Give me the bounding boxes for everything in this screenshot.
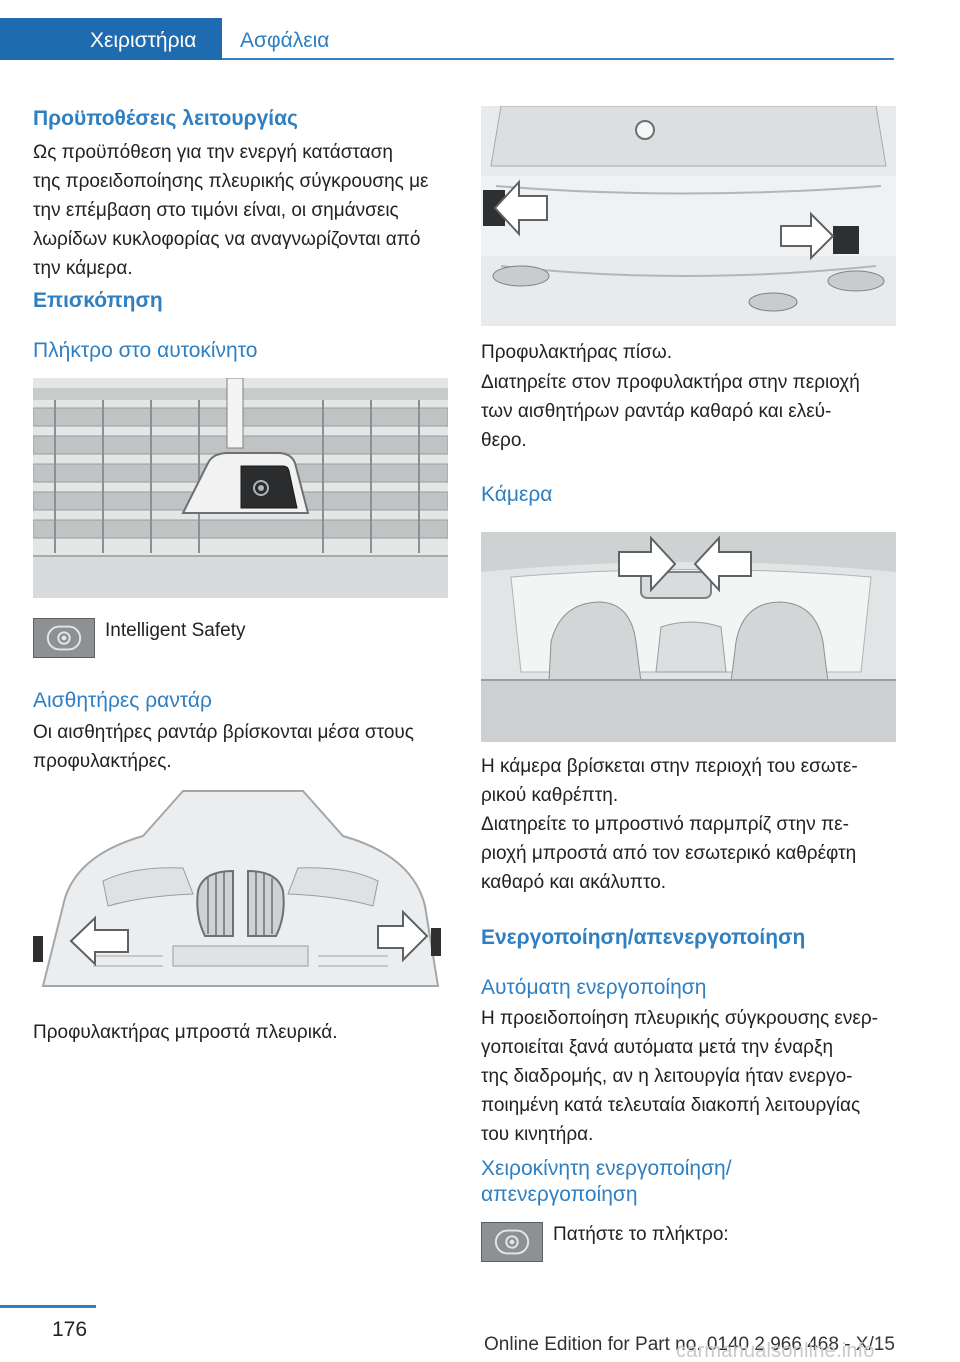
para-radar-line-1: Οι αισθητήρες ραντάρ βρίσκονται μέσα στο… [33, 722, 414, 743]
heading-button-in-car: Πλήκτρο στο αυτοκίνητο [33, 339, 258, 362]
heading-camera: Κάμερα [481, 483, 553, 506]
tab-controls[interactable]: Χειριστήρια [0, 18, 222, 60]
para-auto-line-1: Η προειδοποίηση πλευρικής σύγκρουσης ενε… [481, 1008, 879, 1029]
heading-radar-sensors: Αισθητήρες ραντάρ [33, 689, 212, 712]
heading-auto-activation: Αυτόματη ενεργοποίηση [481, 976, 707, 999]
para-radar-line-2: προφυλακτήρες. [33, 751, 172, 772]
para-prereq-line-4: λωρίδων κυκλοφορίας να αναγνωρίζονται απ… [33, 229, 421, 250]
para-auto-line-4: ποιημένη κατά τελευταία διακοπή λειτουργ… [481, 1095, 861, 1116]
tab-safety[interactable]: Ασφάλεια [240, 29, 330, 52]
para-prereq-line-2: της προειδοποίησης πλευρικής σύγκρουσης … [33, 171, 429, 192]
page-header: Χειριστήρια Ασφάλεια [0, 0, 960, 64]
para-camera-line-4: ριοχή μπροστά από τον εσωτερικό καθρέφτη [481, 843, 857, 864]
para-camera-line-3: Διατηρείτε το μπροστινό παρμπρίζ στην πε… [481, 814, 849, 835]
intelligent-safety-label: Intelligent Safety [105, 620, 246, 641]
figure-grille-button [33, 378, 448, 598]
para-camera-line-5: καθαρό και ακάλυπτο. [481, 872, 667, 893]
para-rear-line-2: των αισθητήρων ραντάρ καθαρό και ελεύ‐ [481, 401, 832, 422]
intelligent-safety-button-icon [33, 618, 95, 658]
heading-manual-line-2: απενεργοποίηση [481, 1183, 638, 1206]
para-camera-line-2: ρικού καθρέπτη. [481, 785, 619, 806]
heading-manual-line-1: Χειροκίνητη ενεργοποίηση/ [481, 1157, 732, 1180]
caption-front-bumper: Προφυλακτήρας μπροστά πλευρικά. [33, 1022, 338, 1043]
heading-activation: Ενεργοποίηση/απενεργοποίηση [481, 926, 806, 949]
para-press-button: Πατήστε το πλήκτρο: [553, 1224, 729, 1245]
figure-camera-interior [481, 532, 896, 742]
footer-divider [0, 1305, 96, 1308]
para-rear-line-3: θερο. [481, 430, 527, 451]
para-rear-line-1: Διατηρείτε στον προφυλακτήρα στην περιοχ… [481, 372, 860, 393]
figure-rear-bumper [481, 106, 896, 326]
para-prereq-line-1: Ως προϋπόθεση για την ενεργή κατάσταση [33, 142, 393, 163]
heading-overview: Επισκόπηση [33, 289, 163, 312]
para-prereq-line-3: την επέμβαση στο τιμόνι είναι, οι σημάνσ… [33, 200, 399, 221]
watermark: carmanualsonline.info [676, 1340, 875, 1362]
header-divider [222, 58, 894, 60]
para-auto-line-3: της διαδρομής, αν η λειτουργία ήταν ενερ… [481, 1066, 853, 1087]
para-auto-line-2: γοποιείται ξανά αυτόματα μετά την έναρξη [481, 1037, 834, 1058]
figure-front-bumper [33, 786, 448, 1006]
para-auto-line-5: του κινητήρα. [481, 1124, 594, 1145]
page-number: 176 [52, 1318, 88, 1341]
caption-rear-bumper: Προφυλακτήρας πίσω. [481, 342, 672, 363]
heading-prerequisites: Προϋποθέσεις λειτουργίας [33, 107, 298, 130]
edition-note: Online Edition for Part no. 0140 2 966 4… [484, 1334, 895, 1355]
para-camera-line-1: Η κάμερα βρίσκεται στην περιοχή του εσωτ… [481, 756, 858, 777]
para-prereq-line-5: την κάμερα. [33, 258, 133, 279]
press-button-icon [481, 1222, 543, 1262]
